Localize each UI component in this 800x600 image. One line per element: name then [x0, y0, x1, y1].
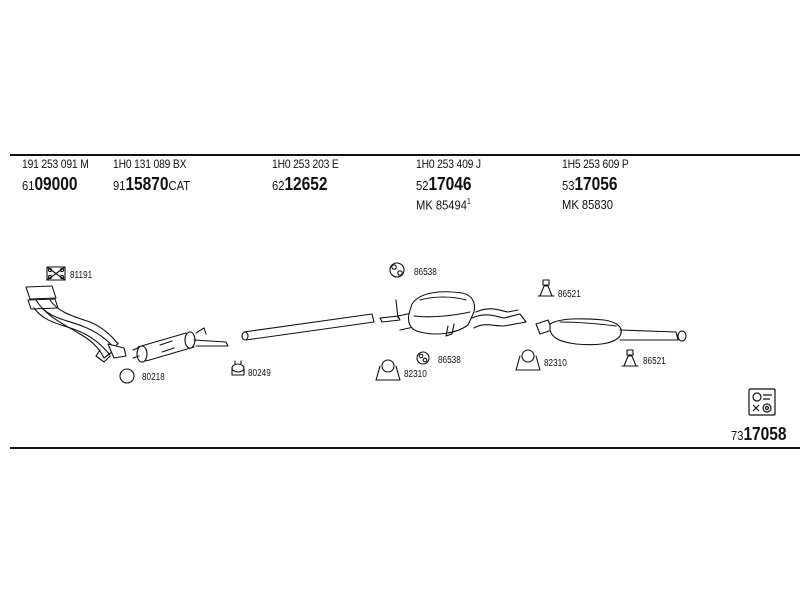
front-pipe-icon	[25, 285, 127, 363]
label-82310-right: 82310	[544, 358, 567, 369]
oe-number: 1H0 253 203 E	[272, 157, 339, 171]
pipe-clamp-icon	[515, 349, 541, 371]
oe-number: 1H5 253 609 P	[562, 157, 629, 171]
oe-number: 1H0 131 089 BX	[113, 157, 187, 171]
gasket-icon	[46, 266, 66, 281]
column-middle-silencer: 1H0 253 409 J 5217046 MK 854941	[416, 158, 491, 211]
ring-icon	[119, 368, 135, 384]
oe-number: 1H0 253 409 J	[416, 157, 481, 171]
rubber-mount-icon	[416, 351, 430, 365]
clamp-icon	[231, 360, 245, 376]
label-80218: 80218	[142, 372, 165, 383]
intermediate-pipe-icon	[241, 313, 375, 341]
part-number: 6212652	[272, 174, 328, 194]
part-number: 5217046	[416, 174, 472, 194]
mounting-kit: MK 85830	[562, 197, 613, 212]
column-front-pipe: 191 253 091 M 6109000	[22, 158, 99, 194]
label-86521-bottom: 86521	[643, 356, 666, 367]
hanger-icon	[537, 279, 555, 297]
catalyst-icon	[132, 327, 229, 363]
label-86521-top: 86521	[558, 289, 581, 300]
middle-silencer-icon	[379, 291, 527, 337]
part-number: 6109000	[22, 174, 78, 194]
label-81191: 81191	[70, 270, 93, 281]
rear-silencer-icon	[535, 318, 687, 346]
label-86538-bottom: 86538	[438, 355, 461, 366]
oe-number: 191 253 091 M	[22, 157, 89, 171]
label-86538-top: 86538	[414, 267, 437, 278]
mounting-kit-reference: 7317058	[731, 424, 787, 444]
label-80249: 80249	[248, 368, 271, 379]
column-rear-silencer: 1H5 253 609 P 5317056 MK 85830	[562, 158, 639, 211]
column-intermediate-pipe: 1H0 253 203 E 6212652	[272, 158, 349, 194]
mounting-kit-icon	[748, 388, 776, 416]
pipe-clamp-icon	[375, 359, 401, 381]
label-82310-left: 82310	[404, 369, 427, 380]
bottom-divider	[10, 447, 800, 449]
part-number: 9115870CAT	[113, 174, 191, 194]
mounting-kit: MK 854941	[416, 197, 471, 213]
hanger-icon	[621, 349, 639, 367]
rubber-mount-icon	[389, 262, 405, 278]
column-catalyst: 1H0 131 089 BX 9115870CAT	[113, 158, 203, 194]
part-number: 5317056	[562, 174, 618, 194]
top-divider	[10, 154, 800, 156]
